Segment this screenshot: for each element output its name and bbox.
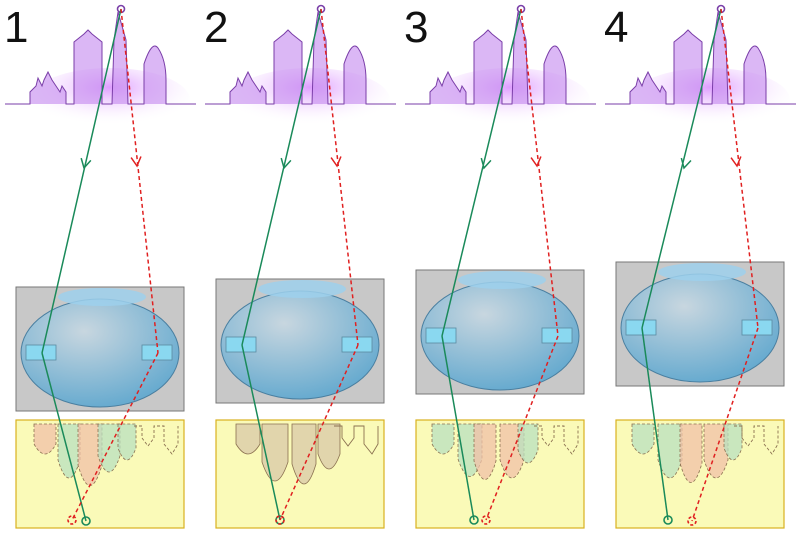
dashed-ray-arrow [130, 156, 142, 168]
blurred-image [317, 423, 341, 470]
panel-4: 4 [604, 3, 796, 529]
blurred-image [291, 423, 317, 485]
direct-ray-refracted [641, 327, 669, 521]
direct-ray-refracted [41, 352, 87, 522]
dashed-ray-arrow [530, 156, 542, 168]
panel-number: 4 [604, 3, 628, 52]
dashed-ray-refracted [691, 327, 759, 522]
blurred-image [235, 423, 261, 455]
panel-3: 3 [404, 3, 596, 529]
skyline-silhouette [405, 11, 596, 105]
blurred-image [679, 423, 703, 483]
lens-left [625, 319, 657, 336]
lens-right [741, 319, 773, 336]
direct-ray [441, 8, 522, 337]
dashed-focus-point [67, 515, 77, 525]
direct-ray-arrow [680, 157, 692, 170]
skyline-silhouette [5, 11, 196, 105]
direct-ray [241, 8, 322, 346]
direct-focus-point [663, 515, 673, 525]
blurred-image [473, 423, 497, 480]
dashed-ray-arrow [730, 156, 742, 168]
dashed-focus-point [481, 515, 491, 525]
direct-ray [41, 8, 122, 354]
panel-2: 2 [204, 3, 396, 529]
dashed-ray-arrow [330, 156, 342, 168]
turret-image [734, 425, 779, 455]
blurred-image [517, 423, 539, 464]
skyline-silhouette [605, 11, 796, 105]
blurred-image [431, 423, 455, 455]
panel-number: 3 [404, 3, 428, 52]
cornea [258, 280, 346, 298]
turret-image [334, 425, 379, 455]
cornea [458, 271, 546, 289]
panel-number: 2 [204, 3, 228, 52]
dashed-ray-refracted [71, 352, 159, 521]
lens-left [25, 344, 57, 361]
dashed-focus-point [687, 516, 697, 526]
cornea [58, 288, 146, 306]
skyline-silhouette [205, 11, 396, 105]
cornea [658, 263, 746, 281]
panel-number: 1 [4, 3, 28, 52]
direct-ray-refracted [241, 344, 281, 521]
blurred-image [33, 423, 57, 455]
dashed-ray [720, 8, 759, 329]
blurred-image [117, 423, 137, 461]
lens-left [425, 327, 457, 344]
blurred-image [631, 423, 655, 455]
direct-ray [641, 8, 722, 329]
direct-ray-arrow [480, 157, 492, 170]
lens-right [541, 327, 573, 344]
lens-right [141, 344, 173, 361]
dashed-ray [320, 8, 359, 346]
dashed-ray [120, 8, 159, 354]
direct-ray-arrow [280, 157, 292, 170]
panel-1: 1 [4, 3, 196, 529]
dashed-ray-refracted [485, 335, 559, 521]
direct-focus-point [469, 515, 479, 525]
turret-image [134, 425, 179, 455]
dashed-focus-point [275, 515, 285, 525]
blurred-image [723, 423, 743, 461]
lens-left [225, 336, 257, 353]
dashed-ray-refracted [279, 344, 359, 521]
direct-focus-point [81, 516, 91, 526]
dashed-ray [520, 8, 559, 337]
turret-image [534, 425, 579, 455]
direct-ray-refracted [441, 335, 475, 521]
direct-ray-arrow [80, 157, 92, 170]
